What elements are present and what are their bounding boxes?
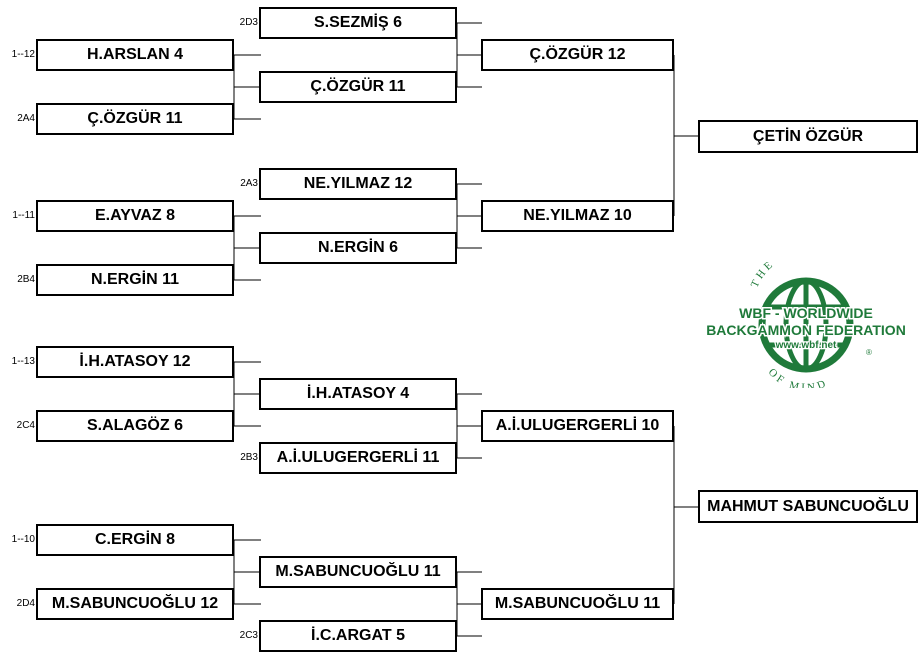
wbf-logo: THE SPORT WBF - WORLDWIDE BACKGAMMON FED… — [705, 262, 908, 388]
connector-final-top — [673, 55, 699, 216]
round2-match-box: İ.H.ATASOY 4 — [259, 378, 457, 410]
round1-match-box: Ç.ÖZGÜR 11 — [36, 103, 234, 135]
round1-match-box: S.ALAGÖZ 6 — [36, 410, 234, 442]
round1-match-box: M.SABUNCUOĞLU 12 — [36, 588, 234, 620]
seed-label: 2C3 — [239, 630, 258, 641]
connector-r2-a — [456, 22, 482, 88]
round2-match-box: İ.C.ARGAT 5 — [259, 620, 457, 652]
round3-match-box: M.SABUNCUOĞLU 11 — [481, 588, 674, 620]
round3-match-box: Ç.ÖZGÜR 12 — [481, 39, 674, 71]
logo-registered-mark: ® — [866, 348, 872, 357]
round2-match-box: Ç.ÖZGÜR 11 — [259, 71, 457, 103]
winner-box: ÇETİN ÖZGÜR — [698, 120, 918, 153]
round2-match-box: M.SABUNCUOĞLU 11 — [259, 556, 457, 588]
logo-url: www.wbf.net — [775, 340, 837, 351]
seed-label: 1--13 — [11, 356, 35, 367]
seed-label: 1--11 — [12, 210, 35, 221]
seed-label: 2D3 — [239, 17, 258, 28]
round1-match-box: H.ARSLAN 4 — [36, 39, 234, 71]
seed-label: 2D4 — [16, 598, 35, 609]
round2-match-box: NE.YILMAZ 12 — [259, 168, 457, 200]
seed-label: 2B4 — [17, 274, 35, 285]
round3-match-box: A.İ.ULUGERGERLİ 10 — [481, 410, 674, 442]
round2-match-box: A.İ.ULUGERGERLİ 11 — [259, 442, 457, 474]
connector-r2-d — [456, 571, 482, 637]
round1-match-box: N.ERGİN 11 — [36, 264, 234, 296]
seed-label: 2A3 — [240, 178, 258, 189]
connector-final-bottom — [673, 426, 699, 604]
seed-label: 2B3 — [240, 452, 258, 463]
round1-match-box: E.AYVAZ 8 — [36, 200, 234, 232]
seed-label: 2C4 — [16, 420, 35, 431]
round3-match-box: NE.YILMAZ 10 — [481, 200, 674, 232]
connector-r1-low — [233, 361, 261, 427]
connector-r1-bottom — [233, 539, 261, 605]
connector-r2-c — [456, 393, 482, 459]
seed-label: 2A4 — [17, 113, 35, 124]
round2-match-box: S.SEZMİŞ 6 — [259, 7, 457, 39]
round1-match-box: İ.H.ATASOY 12 — [36, 346, 234, 378]
seed-label: 1--12 — [11, 49, 35, 60]
winner-box: MAHMUT SABUNCUOĞLU — [698, 490, 918, 523]
logo-line2: BACKGAMMON FEDERATION — [706, 322, 906, 338]
connector-r2-b — [456, 183, 482, 249]
globe-icon — [758, 277, 854, 373]
seed-label: 1--10 — [11, 534, 35, 545]
round2-match-box: N.ERGİN 6 — [259, 232, 457, 264]
connector-r1-mid — [233, 215, 261, 281]
round1-match-box: C.ERGİN 8 — [36, 524, 234, 556]
logo-line1: WBF - WORLDWIDE — [739, 305, 873, 321]
connector-r1-top — [233, 54, 261, 120]
